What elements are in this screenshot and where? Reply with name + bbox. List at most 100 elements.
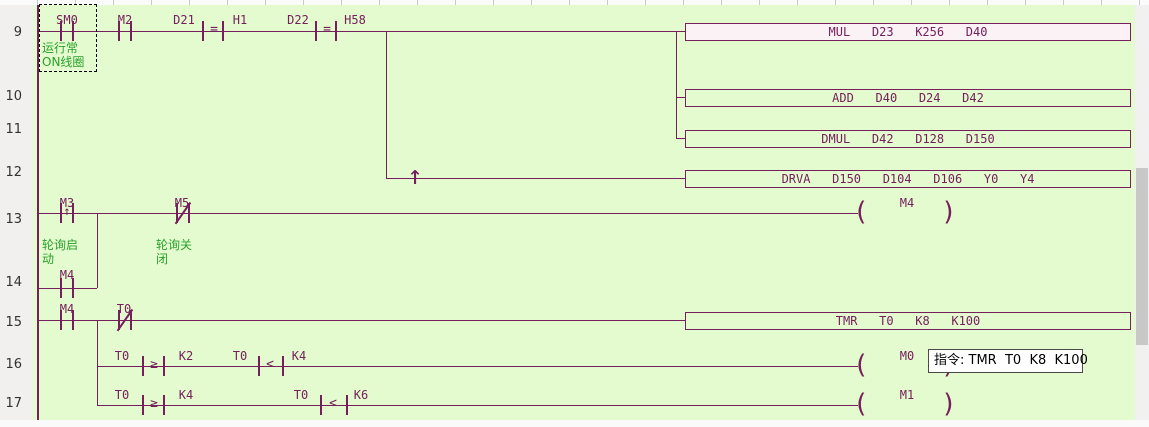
r16-cmp1-bar-left[interactable] xyxy=(142,356,144,376)
contact-t0-nc-bar-left[interactable] xyxy=(118,310,120,330)
coil-m1-close-paren[interactable]: ) xyxy=(941,389,957,419)
instruction-box-drva[interactable]: DRVA D150 D104 D106 Y0 Y4 xyxy=(685,170,1131,188)
contact-m4-r14-bar-right[interactable] xyxy=(72,278,74,298)
row-number-17[interactable]: 17 xyxy=(5,396,22,411)
rung13-parallel-branch xyxy=(97,213,98,288)
contact-m5-bar-left[interactable] xyxy=(176,203,178,223)
compare2-bar-right[interactable] xyxy=(335,21,337,41)
compare2-left-operand: D22 xyxy=(287,13,309,27)
compare2-bar-left[interactable] xyxy=(315,21,317,41)
insert-cursor-arrow-icon: ↑ xyxy=(407,161,423,191)
instruction-box-add[interactable]: ADD D40 D24 D42 xyxy=(685,89,1131,107)
rung15-wire xyxy=(39,320,685,321)
contact-m3-label: M3 xyxy=(59,196,75,210)
coil-m1-label: M1 xyxy=(899,388,915,402)
r17-cmp2-bar-right[interactable] xyxy=(346,395,348,415)
comment-m3-line2: 动 xyxy=(42,252,55,266)
comment-m5-line2: 闭 xyxy=(156,252,169,266)
r16-cmp2-bar-left[interactable] xyxy=(258,356,260,376)
r16-cmp1-bar-right[interactable] xyxy=(163,356,165,376)
contact-t0-nc-bar-right[interactable] xyxy=(130,310,132,330)
r16-cmp1-operator[interactable]: ≥ xyxy=(150,357,158,372)
contact-m3-bar-left[interactable] xyxy=(60,203,62,223)
row-number-9[interactable]: 9 xyxy=(13,25,22,40)
r17-cmp1-right-operand: K4 xyxy=(178,388,194,402)
contact-sm0-label: SM0 xyxy=(56,13,78,27)
rung17-wire xyxy=(97,405,858,406)
r17-cmp2-left-operand: T0 xyxy=(293,388,309,402)
instruction-box-dmul[interactable]: DMUL D42 D128 D150 xyxy=(685,130,1131,148)
contact-m5-bar-right[interactable] xyxy=(188,203,190,223)
coil-m0-label: M0 xyxy=(899,349,915,363)
rung9-wire xyxy=(39,31,685,32)
r16-cmp1-right-operand: K2 xyxy=(178,349,194,363)
r17-cmp1-bar-left[interactable] xyxy=(142,395,144,415)
contact-m5-label: M5 xyxy=(174,196,190,210)
contact-m4-r15-bar-left[interactable] xyxy=(60,310,62,330)
comment-m5-line1: 轮询关 xyxy=(156,238,193,252)
contact-m2-label: M2 xyxy=(117,13,133,27)
r17-cmp1-operator[interactable]: ≥ xyxy=(150,396,158,411)
comment-sm0-line2: ON线圈 xyxy=(42,55,85,69)
r16-cmp2-left-operand: T0 xyxy=(232,349,248,363)
r17-cmp2-operator[interactable]: < xyxy=(329,396,337,411)
rung12-wire xyxy=(386,178,685,179)
contact-m2-bar-left[interactable] xyxy=(118,21,120,41)
row-number-16[interactable]: 16 xyxy=(5,357,22,372)
compare1-right-operand: H1 xyxy=(232,13,248,27)
rung9-down-branch xyxy=(386,31,387,179)
rung11-stub-wire xyxy=(676,138,685,139)
left-power-rail xyxy=(37,5,39,420)
contact-m3-bar-right[interactable] xyxy=(72,203,74,223)
contact-m4-r15-label: M4 xyxy=(59,302,75,316)
r17-cmp2-bar-left[interactable] xyxy=(320,395,322,415)
row-number-10[interactable]: 10 xyxy=(5,89,22,104)
rung16-wire xyxy=(97,366,858,367)
coil-m1-open-paren[interactable]: ( xyxy=(853,389,869,419)
contact-m3-rising-edge-icon: ↑ xyxy=(63,204,71,218)
r17-cmp1-bar-right[interactable] xyxy=(163,395,165,415)
coil-m0-open-paren[interactable]: ( xyxy=(853,350,869,380)
contact-m4-r14-label: M4 xyxy=(59,268,75,282)
comment-sm0-line1: 运行常 xyxy=(42,41,79,55)
contact-m2-bar-right[interactable] xyxy=(130,21,132,41)
contact-m4-r14-bar-left[interactable] xyxy=(60,278,62,298)
r16-cmp2-bar-right[interactable] xyxy=(282,356,284,376)
row-number-11[interactable]: 11 xyxy=(5,122,22,137)
row-number-gutter: 9 10 11 12 13 14 15 16 17 xyxy=(0,5,33,420)
contact-m4-r15-bar-right[interactable] xyxy=(72,310,74,330)
output-branch-wire xyxy=(676,31,677,139)
instruction-box-tmr[interactable]: TMR T0 K8 K100 xyxy=(685,312,1131,330)
rung15-parallel-branch xyxy=(97,320,98,405)
r16-cmp2-operator[interactable]: < xyxy=(266,357,274,372)
instruction-box-mul[interactable]: MUL D23 K256 D40 xyxy=(685,23,1131,41)
coil-m4-close-paren[interactable]: ) xyxy=(941,197,957,227)
contact-t0-nc-label: T0 xyxy=(116,302,132,316)
selection-cursor-box xyxy=(39,4,97,72)
vertical-scrollbar-thumb[interactable] xyxy=(1136,168,1148,345)
row-number-14[interactable]: 14 xyxy=(5,275,22,290)
coil-m4-label: M4 xyxy=(899,196,915,210)
coil-m4-open-paren[interactable]: ( xyxy=(853,197,869,227)
statusbar-top-edge xyxy=(0,420,1149,427)
rung10-stub-wire xyxy=(676,97,685,98)
rung13-wire xyxy=(39,213,858,214)
comment-m3-line1: 轮询启 xyxy=(42,238,79,252)
compare2-operator[interactable]: = xyxy=(323,22,331,37)
row-number-13[interactable]: 13 xyxy=(5,212,22,227)
row-number-12[interactable]: 12 xyxy=(5,165,22,180)
compare1-left-operand: D21 xyxy=(173,13,195,27)
compare1-bar-left[interactable] xyxy=(202,21,204,41)
r17-cmp1-left-operand: T0 xyxy=(114,388,130,402)
r16-cmp2-right-operand: K4 xyxy=(291,349,307,363)
compare1-bar-right[interactable] xyxy=(222,21,224,41)
row-number-15[interactable]: 15 xyxy=(5,315,22,330)
r16-cmp1-left-operand: T0 xyxy=(114,349,130,363)
instruction-tooltip: 指令: TMR T0 K8 K100 xyxy=(928,349,1088,373)
contact-sm0-bar-right[interactable] xyxy=(72,21,74,41)
r17-cmp2-right-operand: K6 xyxy=(353,388,369,402)
rung14-wire xyxy=(39,288,97,289)
compare1-operator[interactable]: = xyxy=(210,22,218,37)
contact-sm0-bar-left[interactable] xyxy=(60,21,62,41)
